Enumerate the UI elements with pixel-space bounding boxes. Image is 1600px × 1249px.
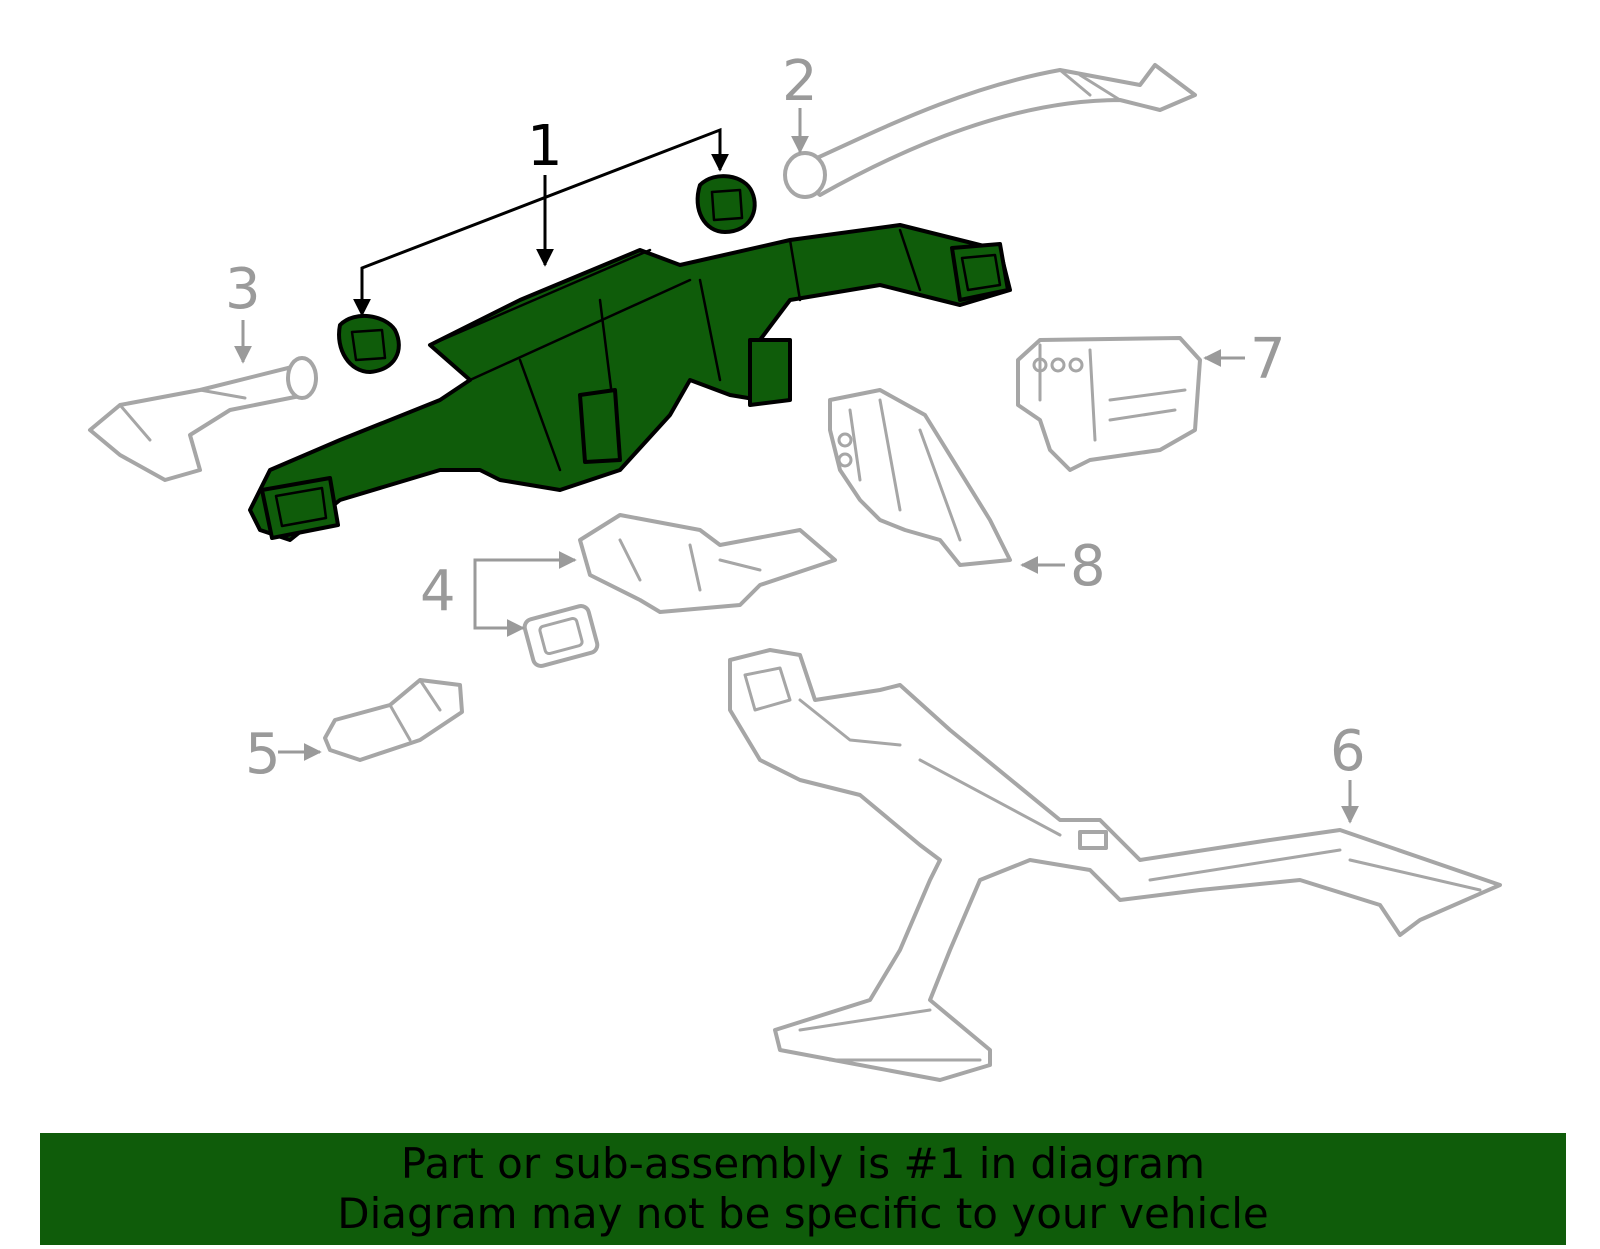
part-1-main-duct xyxy=(248,174,1012,542)
leader-lines xyxy=(234,108,1359,824)
part-6-floor-duct xyxy=(728,648,1502,1082)
callout-6: 6 xyxy=(1330,719,1366,784)
callout-2: 2 xyxy=(782,49,818,114)
callout-8: 8 xyxy=(1070,534,1106,599)
part-5-small-duct xyxy=(323,678,464,762)
part-2-duct-hose xyxy=(783,63,1197,199)
part-3-side-duct xyxy=(88,356,318,482)
part-7-vent-assembly xyxy=(1016,336,1202,472)
part-4-bezel xyxy=(522,513,837,668)
callout-5: 5 xyxy=(245,722,281,787)
banner-line-disclaimer: Diagram may not be specific to your vehi… xyxy=(337,1189,1269,1238)
callout-7: 7 xyxy=(1250,327,1286,392)
callout-3: 3 xyxy=(225,257,261,322)
banner-line-part: Part or sub-assembly is #1 in diagram xyxy=(400,1139,1206,1188)
info-banner: Part or sub-assembly is #1 in diagram Di… xyxy=(40,1133,1566,1245)
callout-1: 1 xyxy=(527,114,563,179)
parts-diagram: 1 2 3 4 5 6 7 8 xyxy=(88,49,1502,1082)
callout-4: 4 xyxy=(420,559,456,624)
part-8-side-vent xyxy=(828,388,1012,567)
